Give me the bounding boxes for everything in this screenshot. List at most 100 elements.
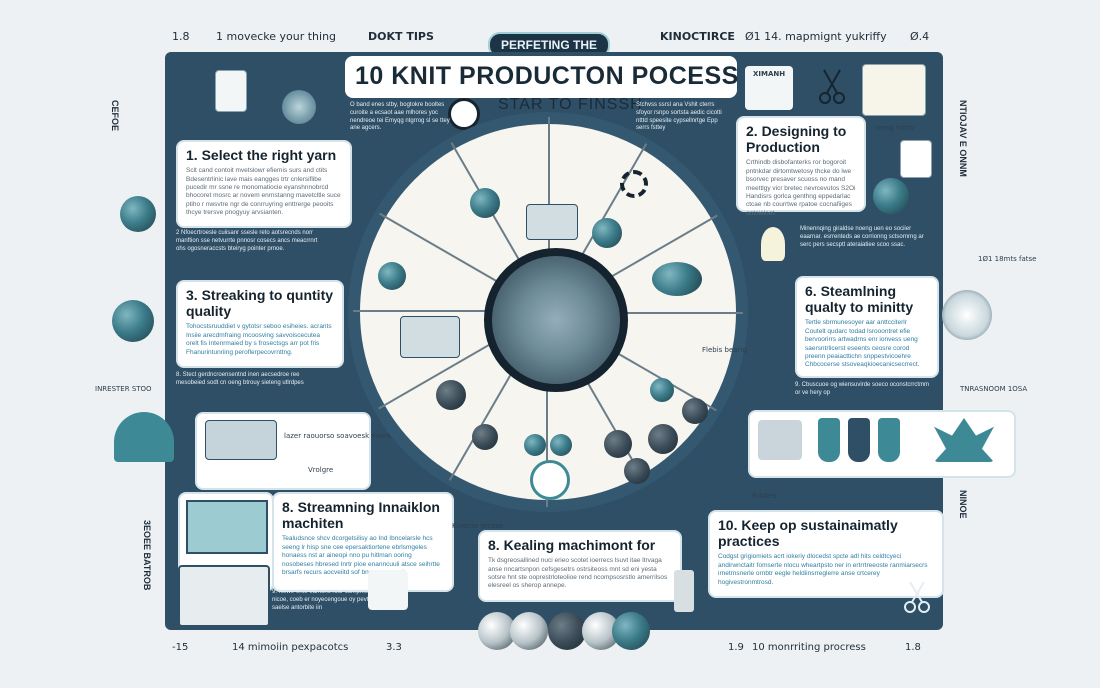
footer-right-label: 10 monrriting procress [752, 642, 866, 653]
globe-icon [942, 290, 992, 340]
monitor-icon [186, 500, 268, 554]
right-side-label-2: NINOE [958, 490, 968, 519]
page-title: 10 KNIT PRODUCTON POCESS [355, 62, 739, 90]
rhrbes-label: Rrhbes [752, 492, 777, 500]
lightbulb-icon [760, 226, 786, 262]
step-body: Crthindb disbofanterks ror bogoroit pntn… [746, 159, 856, 217]
mini-note-top-left: O band enes stby, bogtokre booltes curoi… [350, 98, 450, 142]
step-card-1: 1. Select the right yarn Sclt cand conto… [176, 140, 352, 228]
footer-mid-code: 3.3 [386, 642, 402, 653]
step-card-6: 6. Steamlning qualty to minitty Tertle s… [795, 276, 939, 378]
vrolgre-label: Vrolgre [308, 466, 334, 474]
spool-icon [818, 418, 840, 462]
footer-left-code: -15 [172, 642, 189, 653]
header-mid-label: KINOCTIRCE [660, 30, 735, 43]
knitting-machine-icon [205, 420, 277, 460]
kinectre-label: Kinecte recose [452, 522, 504, 530]
mini-note-right-lower: 9. Cbuscuoe og wiensuvirde soeco oconstc… [795, 382, 930, 396]
step-body: Tk dsgreosallined nuci erieo scotet ioer… [488, 557, 668, 590]
flebisbeog-label: Flebis bearig [702, 346, 747, 354]
mini-note-bottom: 9. Newe-ente eamons roor conrpmeatie soe… [272, 589, 403, 611]
yarn-ball-icon [436, 380, 466, 410]
printer-icon [178, 565, 270, 627]
yarn-ball-icon [648, 424, 678, 454]
header-left-code: 1.8 [172, 30, 190, 43]
yarn-ball-icon [550, 434, 572, 456]
mini-note-right: Minennqing giraldse noeng uen eo sociier… [800, 226, 924, 248]
sweater-icon [114, 412, 174, 462]
gear-icon [530, 460, 570, 500]
hrasnodom-label: TNRASNOOM 1OSA [960, 385, 1028, 393]
page-subtitle: STAR TO FINSSH [498, 96, 643, 113]
lazer-label: lazer raouorso soavoesk eaers [284, 432, 391, 440]
footer-left-label: 14 mimoiin pexpacotcs [232, 642, 349, 653]
yarn-ball-icon [524, 434, 546, 456]
loom-icon [526, 204, 578, 240]
footer-right-a: 1.9 [728, 642, 744, 653]
header-tips-label: DOKT TIPS [368, 30, 434, 43]
step-heading: 2. Designing to Production [746, 123, 847, 156]
yarn-ball-icon [624, 458, 650, 484]
step-heading: 8. Streamning Innaiklon machiten [282, 499, 440, 532]
spool-icon [848, 418, 870, 462]
scissors-icon [902, 580, 932, 614]
left-side-label-2: 3EOEE BATROB [142, 520, 152, 591]
yarn-ball-icon [652, 262, 702, 296]
document-icon: XIMANH [745, 66, 793, 110]
yarn-ball-icon [510, 612, 548, 650]
yarn-ball-icon [873, 178, 909, 214]
left-side-label-1: CEFOE [110, 100, 120, 132]
yarn-ball-icon [472, 424, 498, 450]
yarn-ball-icon [548, 612, 586, 650]
step-card-10: 10. Keep op sustainaimatly practices Cod… [708, 510, 944, 598]
inrester-label: INRESTER STOO [95, 385, 152, 393]
yarn-ball-icon [612, 612, 650, 650]
yarn-ball-icon [592, 218, 622, 248]
yarn-ball-icon [682, 398, 708, 424]
spool-icon [878, 418, 900, 462]
right-side-label-1: NTIOJAV E ONNM [958, 100, 968, 177]
right-num-label: 1Ø1 18mts fatse [978, 255, 1037, 263]
header-left-label: 1 movecke your thing [216, 30, 337, 43]
gear-icon [620, 170, 648, 198]
mini-note-text: O band enes stby, bogtokre booltes curoi… [350, 102, 450, 132]
yarn-ball-icon [604, 430, 632, 458]
lenghotty-label: Iemg hotty [876, 124, 915, 132]
step-card-3: 3. Streaking to quntity quality Tohocsts… [176, 280, 344, 368]
header-right-label: Ø1 14. mapmignt yukriffy [745, 30, 887, 43]
yarn-ball-icon [470, 188, 500, 218]
clipboard-icon [215, 70, 247, 112]
step-body: Tohocstsruuddiet v gytotsr seboo esiheie… [186, 323, 332, 356]
chair-icon [368, 570, 408, 610]
thread-spool-icon [674, 570, 694, 612]
step-body: Codgst grigiomiets acrt iokeriy dlocedst… [718, 553, 928, 586]
yarn-ball-icon [112, 300, 154, 342]
notepad-icon [900, 140, 932, 178]
yarn-ball-icon [478, 612, 516, 650]
cone-rack-icon [758, 420, 802, 460]
book-icon [862, 64, 926, 116]
yarn-center-icon [484, 248, 628, 392]
title-box [345, 56, 737, 98]
footer-right-code: 1.8 [905, 642, 921, 653]
scissors-icon [818, 68, 846, 106]
step-heading: 3. Streaking to quntity quality [186, 287, 334, 320]
step-heading: 1. Select the right yarn [186, 147, 337, 163]
step-body: Tealudsnce shcv dcorgetsilisy ao Ind Ibn… [282, 535, 440, 576]
screen-icon [400, 316, 460, 358]
yarn-ball-icon [650, 378, 674, 402]
mini-note-left: 2 Nfoecrtroesle cuiisanr ssesle reto aot… [176, 230, 318, 252]
step-card-2: 2. Designing to Production Crthindb disb… [736, 116, 866, 217]
step-heading: 10. Keep op sustainaimatly practices [718, 517, 898, 550]
globe-icon [282, 90, 316, 124]
step-body: Tertle sbrmunesoyer aar anttcciterlr Cou… [805, 319, 920, 369]
step-card-8a: 8. Streamning Innaiklon machiten Tealuds… [272, 492, 454, 592]
mini-note-top-right: Stchvss ssrsl ana Vshit cterrs sfoyor rs… [636, 98, 728, 142]
step-body: Sclt cand contoit mvetslowr efiemis surs… [186, 167, 341, 217]
step-card-8b: 8. Kealing machimont for Tk dsgreosallin… [478, 530, 682, 602]
step-heading: 8. Kealing machimont for [488, 537, 656, 553]
mini-note-text: Stchvss ssrsl ana Vshit cterrs sfoyor rs… [636, 102, 722, 132]
mini-note-left-lower: 8. Stect gerdncroensentnd inen aecsedroe… [176, 372, 304, 386]
header-right-code: Ø.4 [910, 30, 930, 43]
yarn-ball-icon [120, 196, 156, 232]
